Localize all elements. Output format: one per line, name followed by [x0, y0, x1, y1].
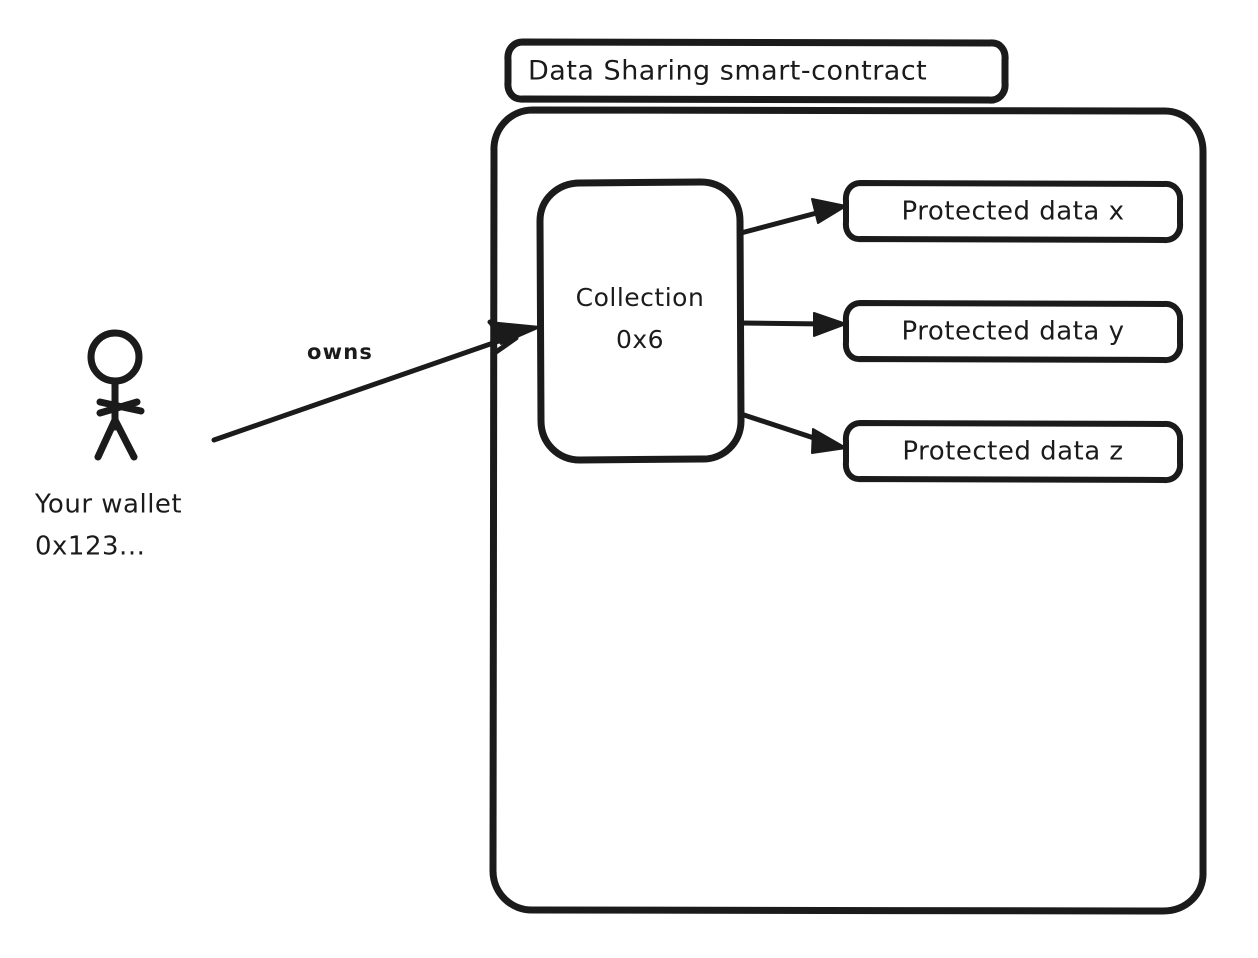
title-box[interactable]: Data Sharing smart-contract	[504, 38, 1009, 104]
protected-data-x-node[interactable]: Protected data x	[842, 180, 1184, 244]
collection-label-line2: 0x6	[616, 325, 664, 354]
collection-node[interactable]: Collection 0x6	[536, 178, 745, 464]
title-label: Data Sharing smart-contract	[528, 56, 927, 87]
stick-figure-arms-icon	[96, 398, 145, 417]
stick-figure-legs-icon	[94, 416, 138, 461]
edge-collection-to-protected-data-y	[738, 312, 847, 337]
edge-collection-to-protected-data-x	[738, 198, 847, 236]
stick-figure-head-icon	[87, 329, 143, 385]
edge-collection-to-protected-data-z	[738, 411, 847, 454]
protected-data-z-node[interactable]: Protected data z	[842, 420, 1184, 484]
protected-data-x-label: Protected data x	[902, 197, 1125, 227]
edge-wallet-owns-collection: owns	[211, 319, 541, 443]
actor-stick-figure[interactable]: Your wallet 0x123...	[34, 329, 182, 562]
actor-label-line1: Your wallet	[34, 490, 182, 520]
protected-data-y-node[interactable]: Protected data y	[842, 300, 1184, 364]
protected-data-y-label: Protected data y	[902, 317, 1125, 347]
collection-label-line1: Collection	[576, 283, 705, 312]
edge-label-owns: owns	[307, 340, 373, 364]
actor-label-line2: 0x123...	[35, 532, 145, 562]
protected-data-z-label: Protected data z	[902, 437, 1123, 467]
